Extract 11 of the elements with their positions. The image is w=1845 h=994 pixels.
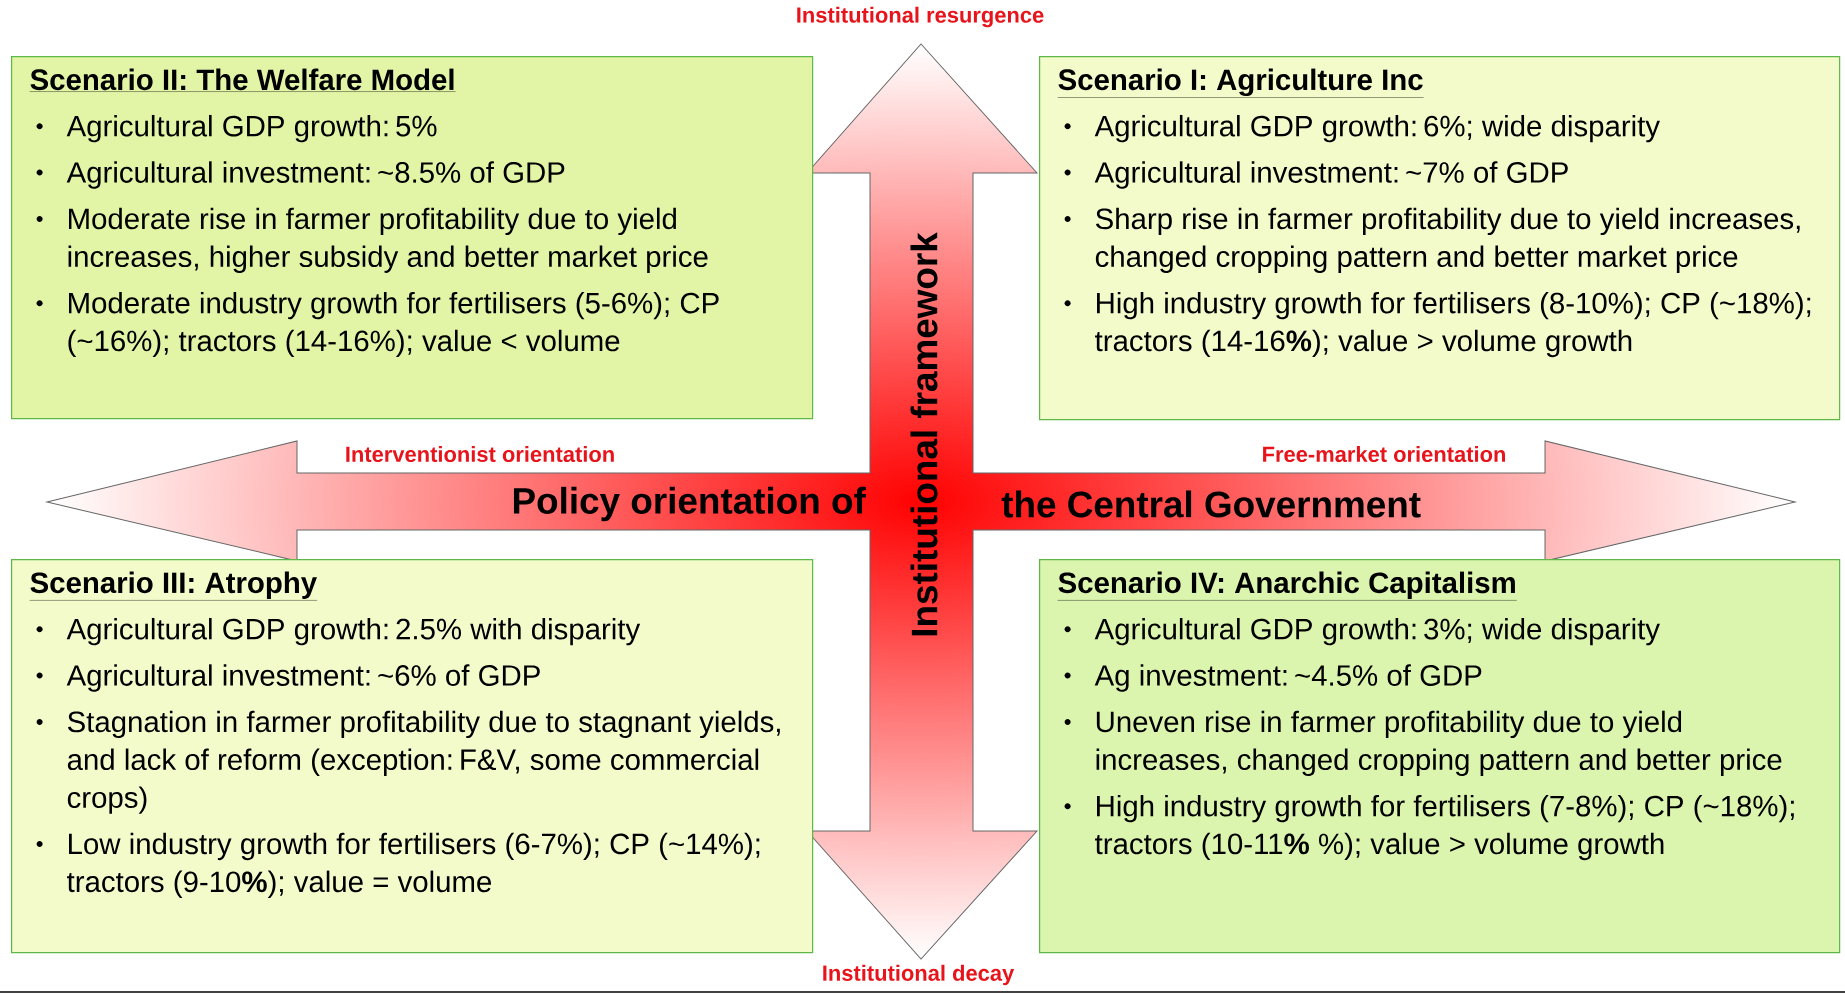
axis-label: Institutional decay <box>823 964 1015 986</box>
scenario-box: Scenario III: Atrophy Agricultural GDP growth: 2.5% with disparity Agricultural investment: ~6% of GDP Stagnation in farmer profitability due to stagnant yields, and lack of reform (exception: F&V, some commercial crops) Low industry growth for fertilisers (6-7%); CP (~14%); tractors (9-10%); value = volume <box>11 559 814 954</box>
axis-title: Policy orientation of <box>513 486 866 522</box>
axis-title: the Central Government <box>1001 490 1421 518</box>
axis-label: Interventionist orientation <box>346 445 614 463</box>
scenario-box: Scenario IV: Anarchic Capitalism Agricultural GDP growth: 3%; wide disparity Ag investment: ~4.5% of GDP Uneven rise in farmer profitability due to yield increases, changed cropping pattern and better price High industry growth for fertilisers (7-8%); CP (~18%); tractors (10-11% %); value > volume growth <box>1039 559 1841 954</box>
axis-label: Free-market orientation <box>1263 445 1506 463</box>
axis-label: Institutional resurgence <box>797 6 1044 28</box>
axis-title: Institutional framework <box>910 232 938 636</box>
scenario-box: Scenario I: Agriculture Inc Agricultural GDP growth: 6%; wide disparity Agricultural investment: ~7% of GDP Sharp rise in farmer profitability due to yield increases, changed cropping pattern and better market price High industry growth for fertilisers (8-10%); CP (~18%); tractors (14-16%); value > volume growth <box>1039 56 1841 421</box>
scenario-box: Scenario II: The Welfare Model Agricultural GDP growth: 5% Agricultural investment: ~8.5% of GDP Moderate rise in farmer profitability due to yield increases, higher subsidy and better market price Moderate industry growth for fertilisers (5-6%); CP (~16%); tractors (14-16%); value < volume <box>11 56 814 420</box>
